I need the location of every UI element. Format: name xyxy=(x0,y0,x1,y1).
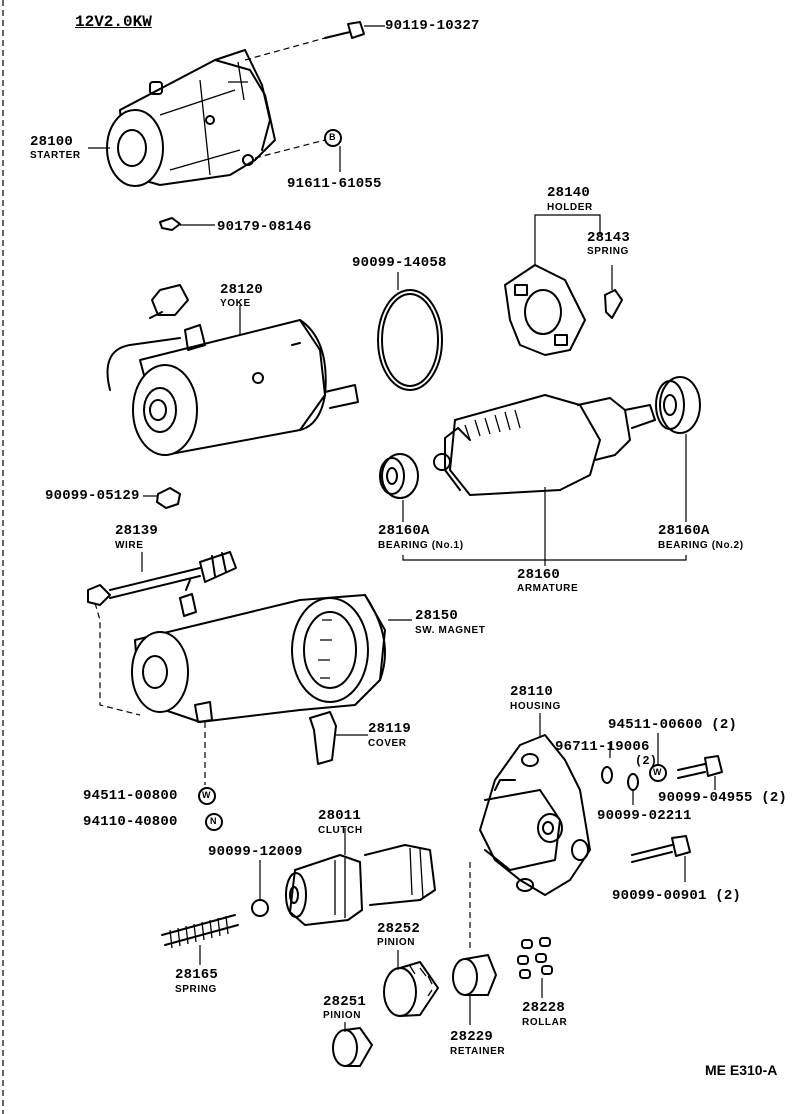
bearing-no1-drawing xyxy=(379,453,419,499)
pinion-28252-drawing xyxy=(383,961,439,1017)
part-number-91611-61055: 91611-61055 xyxy=(287,176,382,192)
part-name-clutch: CLUTCH xyxy=(318,825,363,836)
part-number-28143: 28143 xyxy=(587,230,631,246)
part-number-28229: 28229 xyxy=(450,1029,494,1045)
bearing-no2-drawing xyxy=(655,376,701,434)
starter-assembly-drawing xyxy=(106,49,276,187)
part-number-28165: 28165 xyxy=(175,967,219,983)
part-name-yoke: YOKE xyxy=(220,298,251,309)
pinion-28251-drawing xyxy=(332,1027,373,1067)
part-number-28119: 28119 xyxy=(368,721,412,737)
part-number-90099-02211: 90099-02211 xyxy=(597,808,692,824)
bolt-90119-10327-drawing xyxy=(324,21,365,39)
part-name-retainer: RETAINER xyxy=(450,1046,506,1057)
part-number-28139: 28139 xyxy=(115,523,159,539)
housing-drawing xyxy=(479,734,591,896)
symbol-n: N xyxy=(210,816,218,826)
part-number-28228: 28228 xyxy=(522,1000,566,1016)
part-name-armature: ARMATURE xyxy=(517,583,579,594)
diagram-code: ME E310-A xyxy=(705,1062,778,1078)
part-name-spring-28143: SPRING xyxy=(587,246,629,257)
part-number-94511-00600: 94511-00600 (2) xyxy=(608,717,738,733)
part-number-90099-05129: 90099-05129 xyxy=(45,488,140,504)
part-number-94511-00800: 94511-00800 xyxy=(83,788,178,804)
symbol-w-housing: W xyxy=(653,767,663,777)
o-ring-drawing xyxy=(377,289,443,391)
nut-90099-05129-drawing xyxy=(156,487,181,509)
part-number-28160a-no1: 28160A xyxy=(378,523,430,539)
ball-drawing xyxy=(251,899,269,917)
diagram-title: 12V2.0KW xyxy=(75,13,152,31)
part-name-pinion-28252: PINION xyxy=(377,937,416,948)
spring-28143-drawing xyxy=(604,289,623,319)
symbol-w-circle-magnet xyxy=(198,787,216,805)
symbol-b-circle xyxy=(324,129,342,147)
part-name-pinion-28251: PINION xyxy=(323,1010,362,1021)
part-name-sw-magnet: SW. MAGNET xyxy=(415,625,486,636)
symbol-w-magnet: W xyxy=(202,790,212,800)
part-number-96711-19006: 96711-19006 xyxy=(555,739,650,755)
part-number-90119-10327: 90119-10327 xyxy=(385,18,480,34)
part-number-90099-00901: 90099-00901 (2) xyxy=(612,888,742,904)
part-name-bearing-no1: BEARING (No.1) xyxy=(378,540,464,551)
part-number-28160a-no2: 28160A xyxy=(658,523,710,539)
rollers-drawing xyxy=(517,937,553,979)
spring-28165-drawing xyxy=(161,914,239,949)
symbol-n-circle xyxy=(205,813,223,831)
part-number-28160: 28160 xyxy=(517,567,561,583)
part-name-starter: STARTER xyxy=(30,150,81,161)
part-number-90099-04955: 90099-04955 (2) xyxy=(658,790,788,806)
part-number-28150: 28150 xyxy=(415,608,459,624)
part-number-28011: 28011 xyxy=(318,808,362,824)
part-number-28120: 28120 xyxy=(220,282,264,298)
washer-96711-drawing xyxy=(601,766,613,784)
nut-90179-08146-drawing xyxy=(159,217,181,231)
washer-90099-02211-drawing xyxy=(627,773,639,791)
part-name-wire: WIRE xyxy=(115,540,144,551)
cover-drawing xyxy=(309,711,337,765)
part-number-28110: 28110 xyxy=(510,684,554,700)
part-number-28252: 28252 xyxy=(377,921,421,937)
part-number-28140: 28140 xyxy=(547,185,591,201)
retainer-drawing xyxy=(452,954,497,996)
bolt-90099-00901-drawing xyxy=(631,835,691,863)
part-number-90099-12009: 90099-12009 xyxy=(208,844,303,860)
part-name-housing: HOUSING xyxy=(510,701,561,712)
clutch-drawing xyxy=(285,844,436,926)
armature-drawing xyxy=(433,394,656,496)
part-name-rollar: ROLLAR xyxy=(522,1017,568,1028)
qty-96711-19006: (2) xyxy=(635,754,658,768)
part-name-cover: COVER xyxy=(368,738,407,749)
part-name-bearing-no2: BEARING (No.2) xyxy=(658,540,744,551)
part-name-holder: HOLDER xyxy=(547,202,593,213)
part-number-94110-40800: 94110-40800 xyxy=(83,814,178,830)
magnet-switch-drawing xyxy=(131,579,386,723)
brush-holder-drawing xyxy=(504,264,586,356)
bolt-90099-04955-drawing xyxy=(677,755,723,779)
part-number-90099-14058: 90099-14058 xyxy=(352,255,447,271)
part-number-28100: 28100 xyxy=(30,134,74,150)
yoke-drawing xyxy=(106,284,359,456)
part-name-spring-28165: SPRING xyxy=(175,984,217,995)
symbol-b: B xyxy=(329,132,337,142)
part-number-28251: 28251 xyxy=(323,994,367,1010)
wire-drawing xyxy=(87,551,237,606)
part-number-90179-08146: 90179-08146 xyxy=(217,219,312,235)
